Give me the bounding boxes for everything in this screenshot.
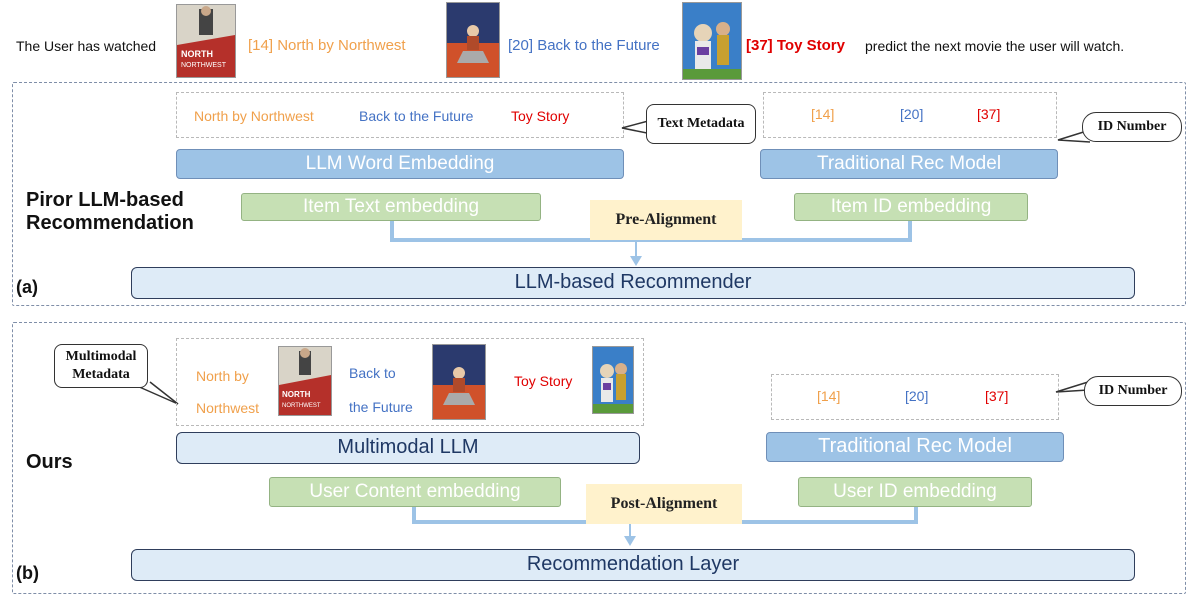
panel-b-id-37: [37] — [985, 388, 1009, 404]
svg-text:NORTHWEST: NORTHWEST — [282, 403, 321, 409]
panel-b-bttf-line1: Back to — [349, 365, 396, 381]
panel-b-id-callout-tail — [1055, 381, 1089, 393]
panel-a-id-number-callout: ID Number — [1082, 112, 1182, 142]
panel-b-traditional-rec-model-bar: Traditional Rec Model — [766, 432, 1064, 462]
header-movie-nbn-title: North by Northwest — [277, 37, 406, 54]
panel-a-title-nbn: North by Northwest — [194, 108, 314, 124]
panel-b-border — [12, 322, 1186, 594]
header-movie-bttf-label: [20] Back to the Future — [508, 37, 660, 54]
pre-alignment-connector — [390, 218, 912, 266]
llm-based-recommender-bar: LLM-based Recommender — [131, 267, 1135, 299]
panel-a-traditional-rec-model-bar: Traditional Rec Model — [760, 149, 1058, 179]
panel-a-id-14: [14] — [811, 106, 835, 122]
header-suffix: predict the next movie the user will wat… — [865, 38, 1125, 54]
panel-a-border — [12, 82, 1186, 306]
header-movie-nbn-label: [14] North by Northwest — [248, 37, 406, 54]
text-metadata-callout-tail — [621, 119, 653, 135]
panel-b-nbn-line2: Northwest — [196, 400, 260, 416]
panel-a-title-toy: Toy Story — [511, 108, 570, 124]
user-content-embedding-bar: User Content embedding — [269, 477, 561, 507]
panel-b-section-title: Ours — [26, 451, 73, 473]
header-movie-toy-id: [37] — [746, 37, 773, 54]
toy-story-poster — [682, 2, 742, 80]
panel-b-back-to-the-future-poster — [432, 344, 486, 420]
post-alignment-label: Post-Alignment — [586, 484, 742, 524]
panel-b-title-bttf: Back to the Future — [349, 356, 413, 424]
item-text-embedding-bar: Item Text embedding — [241, 193, 541, 221]
text-metadata-callout: Text Metadata — [646, 104, 756, 144]
multimodal-callout-line2: Metadata — [72, 367, 130, 382]
text-metadata-box — [176, 92, 624, 138]
header-movie-bttf-id: [20] — [508, 37, 534, 54]
user-id-embedding-bar: User ID embedding — [798, 477, 1032, 507]
panel-b-toy-story-poster — [592, 346, 634, 414]
panel-a-section-title: Piror LLM-based Recommendation — [26, 189, 194, 234]
svg-text:NORTH: NORTH — [282, 390, 311, 399]
llm-word-embedding-bar: LLM Word Embedding — [176, 149, 624, 179]
north-by-northwest-poster: NORTH NORTHWEST — [176, 4, 236, 78]
panel-b-id-number-callout: ID Number — [1084, 376, 1182, 406]
multimodal-llm-bar: Multimodal LLM — [176, 432, 640, 464]
panel-b-id-14: [14] — [817, 388, 841, 404]
svg-text:NORTH: NORTH — [181, 49, 213, 59]
multimodal-metadata-box — [176, 338, 644, 426]
header-movie-nbn-id: [14] — [248, 37, 274, 54]
panel-b-id-20: [20] — [905, 388, 929, 404]
header-movie-bttf-title: Back to the Future — [537, 37, 660, 54]
panel-b-title-toy: Toy Story — [514, 373, 573, 389]
svg-text:NORTHWEST: NORTHWEST — [181, 62, 227, 69]
panel-b-letter: (b) — [16, 563, 39, 583]
panel-b-bttf-line2: the Future — [349, 399, 413, 415]
pre-alignment-label: Pre-Alignment — [590, 200, 742, 240]
back-to-the-future-poster — [446, 2, 500, 78]
header-movie-toy-title: Toy Story — [776, 37, 845, 54]
panel-b-nbn-line1: North by — [196, 368, 249, 384]
panel-a-title-bttf: Back to the Future — [359, 108, 474, 124]
item-id-embedding-bar: Item ID embedding — [794, 193, 1028, 221]
panel-b-title-nbn: North by Northwest — [196, 360, 259, 424]
panel-a-id-37: [37] — [977, 106, 1001, 122]
header-movie-toy-label: [37] Toy Story — [746, 37, 845, 54]
recommendation-layer-bar: Recommendation Layer — [131, 549, 1135, 581]
header-prefix: The User has watched — [16, 38, 157, 54]
multimodal-metadata-callout: Multimodal Metadata — [54, 344, 148, 388]
panel-a-id-20: [20] — [900, 106, 924, 122]
multimodal-callout-line1: Multimodal — [65, 349, 137, 364]
panel-a-letter: (a) — [16, 277, 38, 297]
panel-a-id-box — [763, 92, 1057, 138]
panel-b-north-by-northwest-poster: NORTH NORTHWEST — [278, 346, 332, 416]
panel-b-id-box — [771, 374, 1059, 420]
